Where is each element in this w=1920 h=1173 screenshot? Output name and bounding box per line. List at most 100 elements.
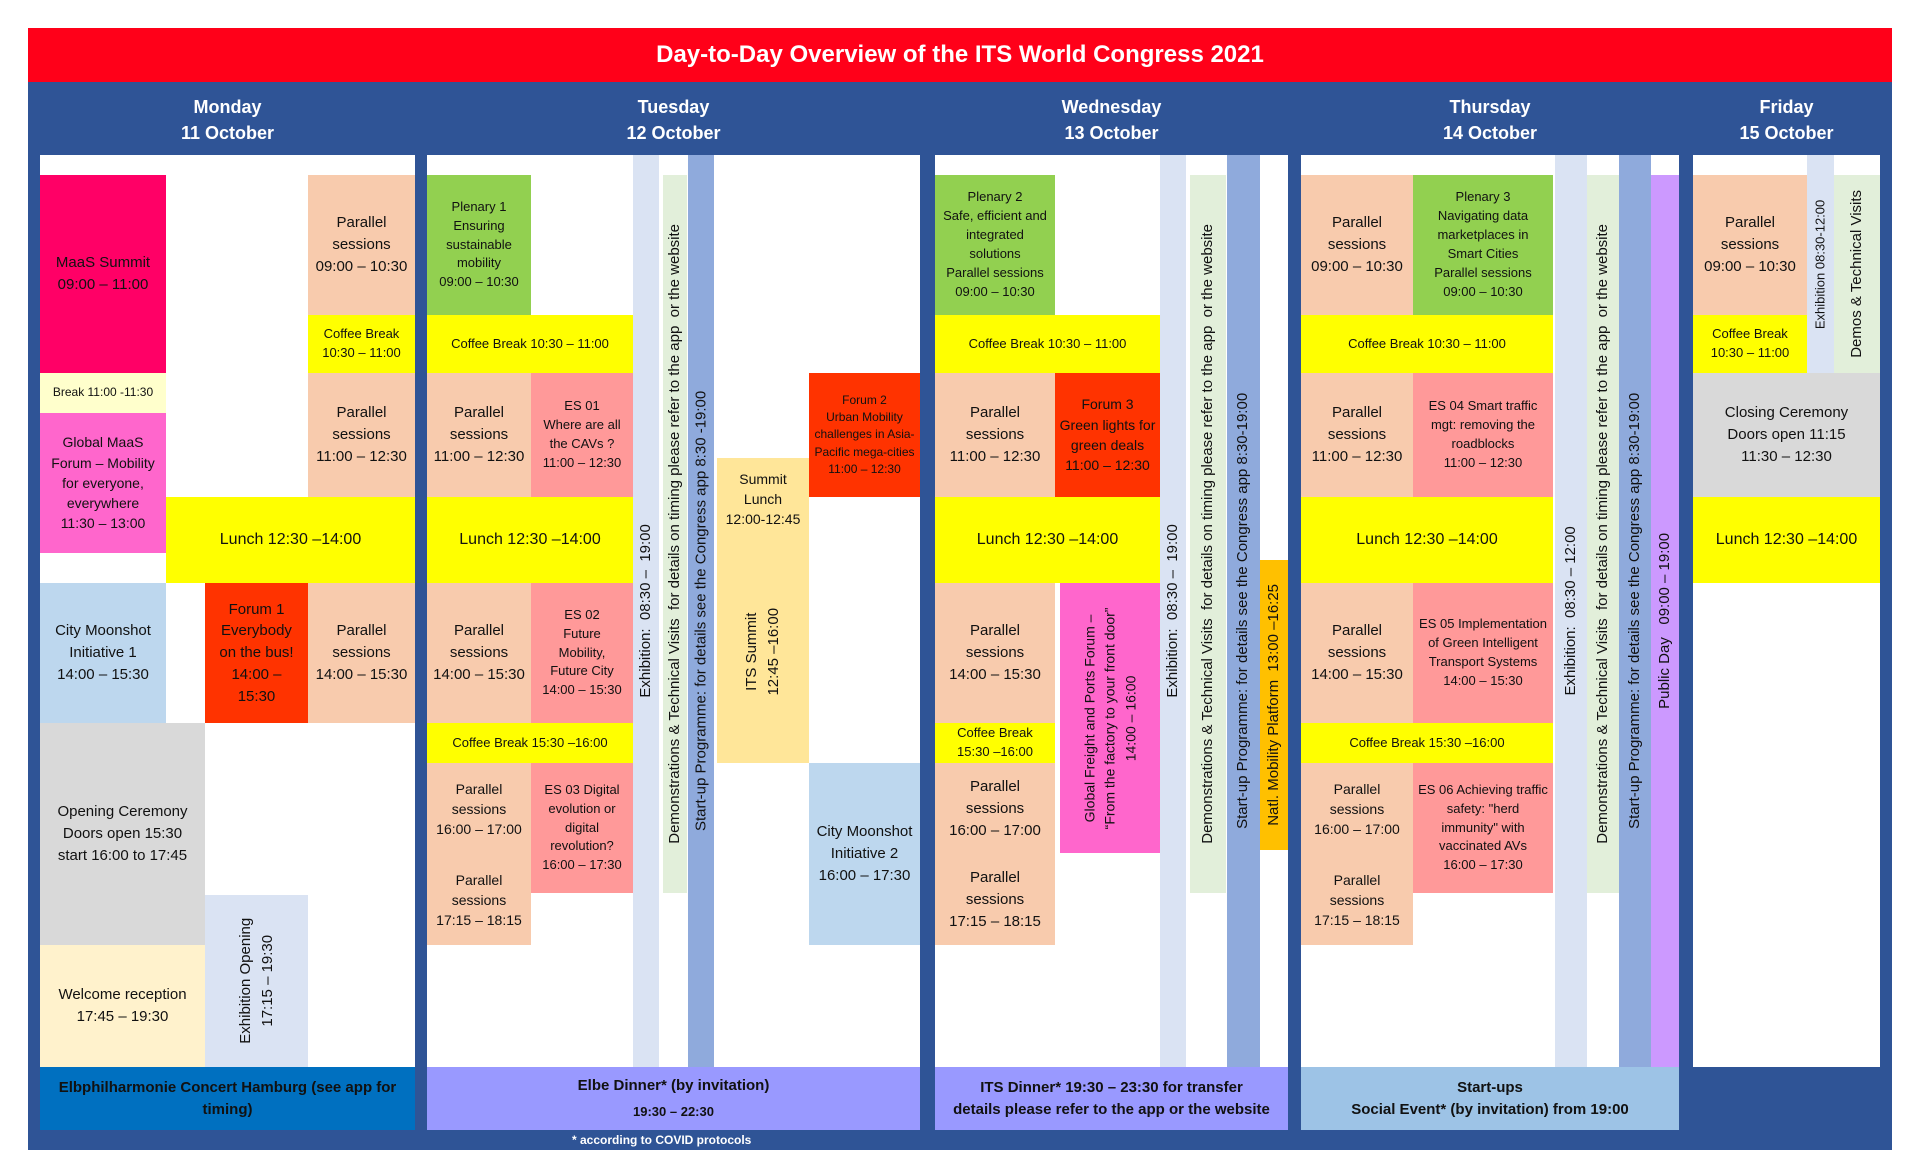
es-03-label: ES 03 Digital evolution or digital revol… [542,781,622,873]
parallel-sessions: Parallel sessions 14:00 – 15:30 [308,583,415,723]
lunch-label: Lunch 12:30 –14:00 [976,531,1119,549]
public-day: Public Day 09:00 – 19:00 [1651,175,1679,1067]
social-event-footer-label: Start-ups Social Event* (by invitation) … [1351,1078,1629,1118]
opening-ceremony: Opening Ceremony Doors open 15:30 start … [40,723,205,945]
lunch-label: Lunch 12:30 –14:00 [1715,531,1858,549]
demos-technical-visits: Demonstrations & Technical Visits for de… [1190,175,1226,893]
concert-footer: Elbphilharmonie Concert Hamburg (see app… [40,1067,415,1130]
parallel-sessions-label: Parallel sessions 11:00 – 12:30 [433,404,525,465]
break: Break 11:00 -11:30 [40,373,166,413]
break-label: Break 11:00 -11:30 [52,385,154,400]
es-04-label: ES 04 Smart traffic mgt: removing the ro… [1428,398,1538,470]
startup-programme-label: Start-up Programme: for details see the … [692,390,710,832]
parallel-sessions-label: Parallel sessions 16:00 – 17:00 [1314,780,1400,838]
coffee-break-label: Coffee Break 10:30 – 11:00 [451,335,609,351]
plenary-3: Plenary 3 Navigating data marketplaces i… [1413,175,1553,315]
closing-ceremony: Closing Ceremony Doors open 11:15 11:30 … [1693,373,1880,497]
forum-1: Forum 1 Everybody on the bus! 14:00 – 15… [205,583,308,723]
parallel-sessions-label: Parallel sessions 09:00 – 10:30 [1704,214,1796,275]
lunch-label: Lunch 12:30 –14:00 [219,531,362,549]
parallel-sessions-label: Parallel sessions 17:15 – 18:15 [1314,871,1400,929]
welcome-reception: Welcome reception 17:45 – 19:30 [40,945,205,1067]
startup-programme-label: Start-up Programme: for details see the … [1626,392,1644,830]
elbe-dinner-footer [427,1067,920,1130]
es-06-label: ES 06 Achieving traffic safety: "herd im… [1418,781,1548,873]
parallel-sessions: Parallel sessions 16:00 – 17:00 [427,763,531,855]
day-date: 14 October [1442,123,1538,144]
lunch-label: Lunch 12:30 –14:00 [459,531,601,549]
forum-2-label: Forum 2 Urban Mobility challenges in Asi… [814,392,915,477]
day-name: Tuesday [637,97,710,117]
es-04: ES 04 Smart traffic mgt: removing the ro… [1413,373,1553,497]
elbe-dinner-time-label: 19:30 – 22:30 [633,1103,714,1119]
day-header-monday: Monday 11 October [40,94,415,146]
city-moonshot: City Moonshot Initiative 2 16:00 – 17:30 [809,763,920,945]
parallel-sessions-label: Parallel sessions 14:00 – 15:30 [949,622,1041,683]
closing-ceremony-label: Closing Ceremony Doors open 11:15 11:30 … [1724,404,1849,465]
demos-technical-visits: Demonstrations & Technical Visits for de… [1587,175,1619,893]
title-bar-label: Day-to-Day Overview of the ITS World Con… [656,40,1264,68]
plenary-1-label: Plenary 1 Ensuring sustainable mobility … [439,198,519,290]
exhibition-label: Exhibition 08:30-12:00 [1812,199,1828,329]
exhibition: Exhibition 08:30-12:00 [1807,155,1834,373]
elbe-dinner-title-label: Elbe Dinner* (by invitation) [577,1077,770,1095]
parallel-sessions: Parallel sessions 17:15 – 18:15 [1301,855,1413,945]
day-header-thursday: Thursday 14 October [1301,94,1679,146]
parallel-sessions-label: Parallel sessions 11:00 – 12:30 [316,404,407,465]
coffee-break-label: Coffee Break 10:30 – 11:00 [1348,335,1506,351]
startup-programme: Start-up Programme: for details see the … [688,155,714,1067]
parallel-sessions: Parallel sessions 09:00 – 10:30 [1301,175,1413,315]
global-maas-forum: Global MaaS Forum – Mobility for everyon… [40,413,166,553]
parallel-sessions: Parallel sessions 11:00 – 12:30 [935,373,1055,497]
parallel-sessions: Parallel sessions 17:15 – 18:15 [427,855,531,945]
elbe-dinner-title: Elbe Dinner* (by invitation) [427,1071,920,1101]
parallel-sessions: Parallel sessions 16:00 – 17:00 [935,763,1055,855]
natl-mobility-platform-label: Natl. Mobility Platform 13:00 –16:25 [1265,584,1283,826]
coffee-break-label: Coffee Break 10:30 – 11:00 [968,335,1127,351]
day-name: Thursday [1449,97,1531,117]
demos-technical-visits-label: Demonstrations & Technical Visits for de… [1594,224,1612,844]
its-summit: ITS Summit 12:45 –16:00 [717,540,809,763]
maas-summit-label: MaaS Summit 09:00 – 11:00 [55,254,151,293]
demos-technical-visits-label: Demos & Technical Visits [1848,190,1866,358]
exhibition: Exhibition: 08:30 – 19:00 [1160,155,1186,1067]
parallel-sessions-label: Parallel sessions 14:00 – 15:30 [1311,622,1403,683]
es-01-label: ES 01 Where are all the CAVs ? 11:00 – 1… [542,398,622,470]
plenary-3-label: Plenary 3 Navigating data marketplaces i… [1434,189,1532,299]
parallel-sessions-label: Parallel sessions 17:15 – 18:15 [436,871,522,929]
day-date: 13 October [1064,123,1159,144]
startup-programme: Start-up Programme: for details see the … [1227,155,1260,1067]
parallel-sessions: Parallel sessions 11:00 – 12:30 [1301,373,1413,497]
covid-note: * according to COVID protocols [572,1133,752,1147]
demos-technical-visits-label: Demonstrations & Technical Visits for de… [666,224,684,844]
day-name: Wednesday [1061,97,1162,117]
natl-mobility-platform: Natl. Mobility Platform 13:00 –16:25 [1260,560,1288,850]
city-moonshot: City Moonshot Initiative 1 14:00 – 15:30 [40,583,166,723]
plenary-1: Plenary 1 Ensuring sustainable mobility … [427,175,531,315]
es-02-label: ES 02 Future Mobility, Future City 14:00… [542,606,622,698]
exhibition-opening: Exhibition Opening 17:15 – 19:30 [205,895,308,1067]
demos-technical-visits: Demos & Technical Visits [1834,175,1880,373]
parallel-sessions-label: Parallel sessions 11:00 – 12:30 [949,404,1041,465]
lunch: Lunch 12:30 –14:00 [935,497,1160,583]
exhibition: Exhibition: 08:30 – 12:00 [1555,155,1587,1067]
coffee-break-label: Coffee Break 15:30 –16:00 [1349,734,1505,750]
opening-ceremony-label: Opening Ceremony Doors open 15:30 start … [57,803,188,864]
day-name: Friday [1759,97,1814,117]
es-05-label: ES 05 Implementation of Green Intelligen… [1419,616,1547,688]
parallel-sessions-label: Parallel sessions 11:00 – 12:30 [1311,404,1403,465]
parallel-sessions-label: Parallel sessions 14:00 – 15:30 [315,622,408,683]
exhibition-opening-label: Exhibition Opening 17:15 – 19:30 [236,918,276,1044]
lunch: Lunch 12:30 –14:00 [1301,497,1553,583]
lunch-label: Lunch 12:30 –14:00 [1356,531,1498,549]
startup-programme: Start-up Programme: for details see the … [1619,155,1651,1067]
public-day-label: Public Day 09:00 – 19:00 [1656,533,1674,709]
coffee-break: Coffee Break 15:30 –16:00 [935,723,1055,763]
coffee-break-label: Coffee Break 15:30 –16:00 [957,725,1033,759]
summit-lunch-label: Summit Lunch 12:00-12:45 [725,470,801,528]
global-freight-forum: Global Freight and Ports Forum – “From t… [1060,583,1160,853]
title-bar: Day-to-Day Overview of the ITS World Con… [28,28,1892,82]
coffee-break: Coffee Break 10:30 – 11:00 [1301,315,1553,373]
parallel-sessions: Parallel sessions 14:00 – 15:30 [427,583,531,723]
coffee-break: Coffee Break 15:30 –16:00 [427,723,633,763]
